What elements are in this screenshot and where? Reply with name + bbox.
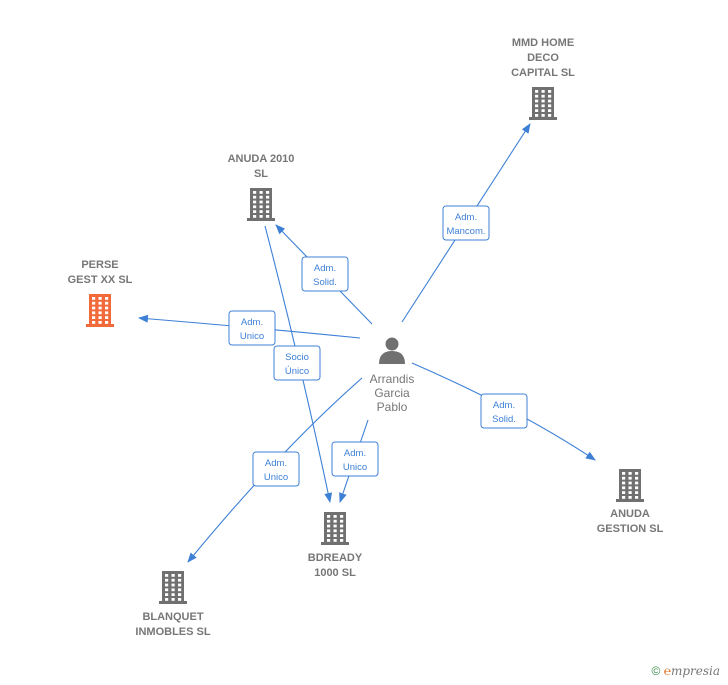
company-label-blanquet[interactable]: INMOBLES SL [135, 626, 210, 638]
brand-name: mpresia [670, 664, 720, 678]
company-label-anudagestion[interactable]: GESTION SL [597, 523, 664, 535]
company-label-blanquet[interactable]: BLANQUET [142, 611, 203, 623]
company-building-icon-mmd[interactable] [529, 87, 557, 120]
person-name-label[interactable]: Pablo [377, 400, 408, 414]
brand-logo: © ℮mpresia [652, 664, 720, 679]
company-building-icon-anuda2010[interactable] [247, 188, 275, 221]
edge-label-e-anudagestion[interactable]: Adm. Solid. [480, 393, 528, 429]
company-label-bdready[interactable]: 1000 SL [314, 567, 356, 579]
brand-e-glyph: ℮ [663, 664, 671, 678]
edge-label-text: Único [285, 366, 309, 377]
edge-label-e-anuda2010[interactable]: Adm. Solid. [301, 256, 349, 292]
copyright-symbol: © [651, 664, 661, 678]
edge-label-text: Socio [285, 352, 309, 363]
company-label-bdready[interactable]: BDREADY [308, 552, 363, 564]
edge-label-text: Unico [264, 472, 288, 483]
edge-label-text: Mancom. [446, 226, 485, 237]
company-label-anudagestion[interactable]: ANUDA [610, 508, 650, 520]
company-label-perse[interactable]: PERSE [81, 259, 118, 271]
edge-label-text: Solid. [313, 277, 337, 288]
edge-label-text: Adm. [455, 212, 477, 223]
company-label-anuda2010[interactable]: ANUDA 2010 [228, 153, 295, 165]
company-label-perse[interactable]: GEST XX SL [68, 274, 133, 286]
company-building-icon-anudagestion[interactable] [616, 469, 644, 502]
edge-label-text: Adm. [265, 458, 287, 469]
edge-label-text: Solid. [492, 414, 516, 425]
company-label-mmd[interactable]: DECO [527, 52, 559, 64]
person-name-label[interactable]: Garcia [374, 386, 410, 400]
edge-label-text: Adm. [344, 448, 366, 459]
company-label-mmd[interactable]: CAPITAL SL [511, 67, 575, 79]
person-icon[interactable] [379, 337, 405, 365]
person-name-label[interactable]: Arrandis [370, 372, 415, 386]
edge-label-e-perse[interactable]: Adm. Unico [228, 310, 276, 346]
company-building-icon-bdready[interactable] [321, 512, 349, 545]
edge-label-text: Adm. [314, 263, 336, 274]
company-building-icon-perse[interactable] [86, 294, 114, 327]
edge-label-e-mmd[interactable]: Adm. Mancom. [442, 205, 490, 241]
company-label-anuda2010[interactable]: SL [254, 168, 268, 180]
edge-label-text: Unico [343, 462, 367, 473]
edge-label-text: Unico [240, 331, 264, 342]
company-label-mmd[interactable]: MMD HOME [512, 37, 574, 49]
edge-label-e-bdready[interactable]: Adm. Unico [331, 441, 379, 477]
edge-label-e-blanquet[interactable]: Adm. Unico [252, 451, 300, 487]
edge-label-text: Adm. [493, 400, 515, 411]
edge-label-text: Adm. [241, 317, 263, 328]
company-building-icon-blanquet[interactable] [159, 571, 187, 604]
